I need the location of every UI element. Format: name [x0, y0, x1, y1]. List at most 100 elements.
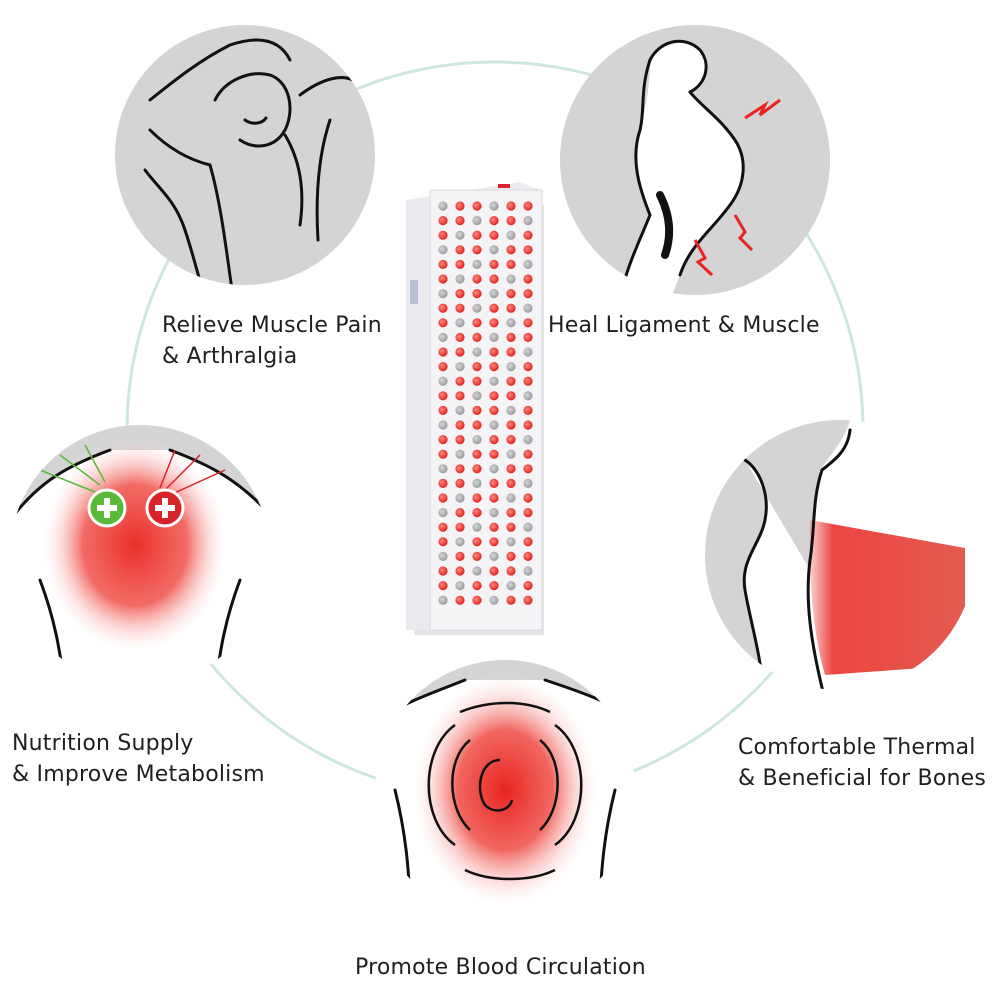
led-bulb-icon	[438, 435, 448, 445]
led-bulb-icon	[455, 405, 465, 415]
led-bulb-icon	[489, 566, 499, 576]
led-bulb-icon	[506, 318, 516, 328]
led-bulb-icon	[438, 332, 448, 342]
led-bulb-icon	[438, 566, 448, 576]
led-bulb-icon	[472, 435, 482, 445]
led-bulb-icon	[472, 245, 482, 255]
led-bulb-icon	[506, 347, 516, 357]
led-bulb-icon	[455, 522, 465, 532]
led-bulb-icon	[455, 259, 465, 269]
led-bulb-icon	[506, 595, 516, 605]
led-bulb-icon	[489, 274, 499, 284]
led-bulb-icon	[438, 289, 448, 299]
led-bulb-icon	[523, 245, 533, 255]
led-bulb-icon	[438, 537, 448, 547]
led-bulb-icon	[455, 581, 465, 591]
led-bulb-icon	[489, 595, 499, 605]
led-bulb-icon	[455, 201, 465, 211]
led-bulb-icon	[438, 391, 448, 401]
led-bulb-icon	[523, 230, 533, 240]
benefit-label-muscle-pain: Relieve Muscle Pain & Arthralgia	[162, 313, 382, 369]
led-bulb-icon	[455, 420, 465, 430]
led-bulb-icon	[438, 522, 448, 532]
led-bulb-icon	[472, 581, 482, 591]
led-bulb-icon	[455, 449, 465, 459]
led-bulb-icon	[438, 274, 448, 284]
led-bulb-icon	[472, 362, 482, 372]
led-bulb-icon	[472, 478, 482, 488]
led-bulb-icon	[506, 435, 516, 445]
led-bulb-icon	[489, 405, 499, 415]
led-bulb-icon	[506, 493, 516, 503]
led-bulb-icon	[455, 435, 465, 445]
led-bulb-icon	[489, 376, 499, 386]
led-bulb-icon	[489, 478, 499, 488]
led-bulb-icon	[506, 230, 516, 240]
muscle-pain-illustration	[115, 25, 375, 285]
led-bulb-icon	[506, 522, 516, 532]
led-bulb-icon	[438, 581, 448, 591]
led-bulb-icon	[455, 289, 465, 299]
led-bulb-icon	[472, 420, 482, 430]
led-grid	[438, 201, 533, 605]
led-bulb-icon	[506, 581, 516, 591]
led-bulb-icon	[438, 259, 448, 269]
led-bulb-icon	[438, 216, 448, 226]
led-bulb-icon	[438, 464, 448, 474]
lightning-bolt-icon	[744, 98, 781, 120]
led-bulb-icon	[455, 332, 465, 342]
led-bulb-icon	[438, 362, 448, 372]
led-bulb-icon	[472, 405, 482, 415]
led-bulb-icon	[523, 259, 533, 269]
led-bulb-icon	[489, 201, 499, 211]
led-bulb-icon	[506, 303, 516, 313]
led-bulb-icon	[455, 464, 465, 474]
led-bulb-icon	[506, 362, 516, 372]
led-bulb-icon	[523, 303, 533, 313]
led-bulb-icon	[523, 464, 533, 474]
led-bulb-icon	[472, 566, 482, 576]
led-bulb-icon	[506, 376, 516, 386]
led-bulb-icon	[506, 551, 516, 562]
led-bulb-icon	[506, 289, 516, 299]
led-bulb-icon	[455, 362, 465, 372]
led-bulb-icon	[489, 259, 499, 269]
circular-arrow-icon	[427, 701, 583, 881]
led-bulb-icon	[506, 449, 516, 459]
led-bulb-icon	[489, 332, 499, 342]
led-bulb-icon	[438, 347, 448, 357]
led-bulb-icon	[489, 435, 499, 445]
led-bulb-icon	[506, 332, 516, 342]
led-bulb-icon	[489, 347, 499, 357]
led-bulb-icon	[523, 595, 533, 605]
led-bulb-icon	[523, 405, 533, 415]
led-bulb-icon	[455, 551, 465, 562]
led-bulb-icon	[523, 522, 533, 532]
led-bulb-icon	[472, 332, 482, 342]
led-bulb-icon	[523, 362, 533, 372]
led-bulb-icon	[438, 420, 448, 430]
led-bulb-icon	[438, 303, 448, 313]
led-bulb-icon	[455, 376, 465, 386]
led-bulb-icon	[523, 332, 533, 342]
led-bulb-icon	[455, 537, 465, 547]
led-bulb-icon	[472, 449, 482, 459]
led-bulb-icon	[523, 537, 533, 547]
led-bulb-icon	[489, 522, 499, 532]
led-bulb-icon	[523, 216, 533, 226]
led-bulb-icon	[438, 201, 448, 211]
led-bulb-icon	[472, 289, 482, 299]
led-bulb-icon	[523, 318, 533, 328]
led-bulb-icon	[523, 507, 533, 518]
led-bulb-icon	[506, 391, 516, 401]
led-bulb-icon	[472, 216, 482, 226]
circulation-illustration	[375, 660, 635, 920]
led-bulb-icon	[489, 537, 499, 547]
led-bulb-icon	[455, 216, 465, 226]
led-bulb-icon	[523, 581, 533, 591]
led-bulb-icon	[506, 201, 516, 211]
led-bulb-icon	[438, 376, 448, 386]
led-bulb-icon	[489, 493, 499, 503]
plus-circle-icon-green	[87, 488, 127, 528]
